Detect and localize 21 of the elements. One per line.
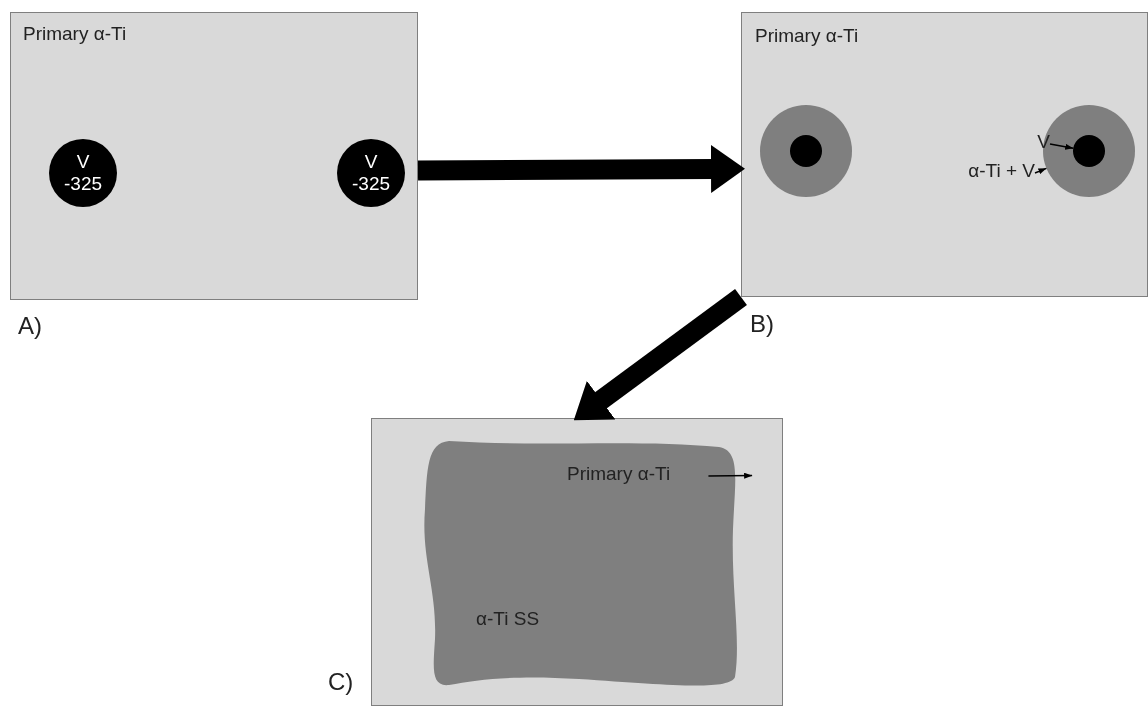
leader-line [1049, 143, 1074, 150]
particle-core-circle [790, 135, 822, 167]
phase-label: V [1026, 131, 1050, 157]
particle-core-circle [1073, 135, 1105, 167]
block-arrow [417, 144, 745, 193]
leader-line [707, 472, 753, 479]
phase-label: α-Ti SS [476, 608, 540, 630]
panel-letter: C) [328, 668, 354, 696]
block-arrow [573, 288, 747, 421]
panel-title: Primary α-Ti [755, 25, 859, 47]
phase-label: Primary α-Ti [567, 463, 703, 489]
leader-line [1034, 167, 1048, 175]
microstructure-panel [10, 12, 418, 300]
particle-label: V -325 [351, 151, 391, 195]
panel-letter: A) [18, 312, 42, 340]
phase-label: α-Ti + V [921, 160, 1035, 186]
panel-letter: B) [750, 310, 774, 338]
panel-title: Primary α-Ti [23, 23, 127, 45]
microstructure-panel [741, 12, 1148, 297]
particle-label: V -325 [63, 151, 103, 195]
microstructure-panel [371, 418, 783, 706]
